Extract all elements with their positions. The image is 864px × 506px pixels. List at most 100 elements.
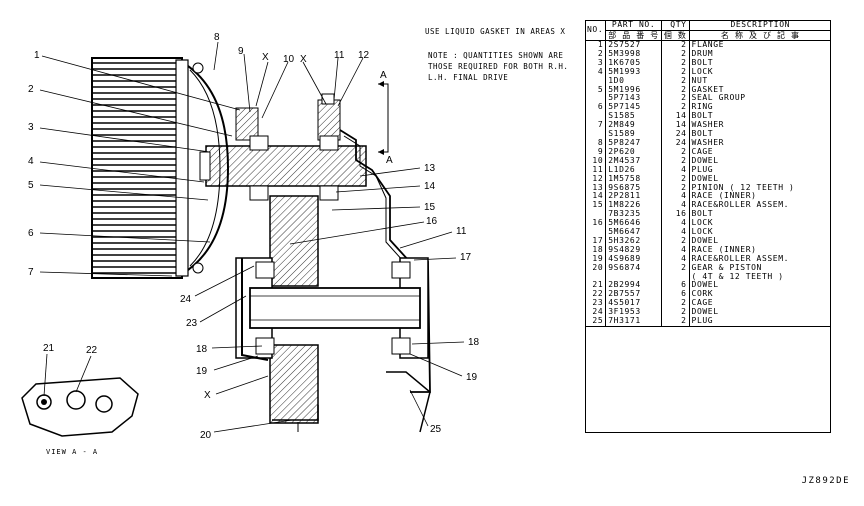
row-qty: 2 (661, 67, 690, 77)
row-part-no (605, 272, 662, 282)
callout-6: 2 (28, 84, 34, 95)
row-part-no: 1M8226 (605, 201, 662, 211)
row-qty: 2 (661, 263, 690, 273)
row-no: 5 (585, 85, 607, 95)
row-no (585, 210, 607, 220)
row-no: 20 (585, 263, 607, 273)
row-no (585, 76, 607, 86)
row-description: RACE (INNER) (691, 192, 757, 201)
row-description: DOWEL (691, 174, 719, 183)
callout-1: 6 (28, 228, 34, 239)
row-qty: 24 (661, 138, 690, 148)
row-part-no: 7B3235 (605, 210, 662, 220)
row-qty: 2 (661, 147, 690, 157)
row-description: BOLT (691, 58, 714, 67)
row-no (585, 112, 607, 122)
row-part-no: 5M1996 (605, 85, 662, 95)
row-no: 10 (585, 156, 607, 166)
row-part-no: 7H3171 (605, 317, 662, 328)
col-header-qty: QTY (661, 20, 690, 31)
row-part-no: S1589 (605, 130, 662, 139)
section-a-top: A (380, 70, 387, 81)
row-part-no: 5P8247 (605, 138, 662, 148)
row-no: 13 (585, 183, 607, 193)
row-qty: 2 (661, 49, 690, 59)
row-part-no: 2S7527 (605, 40, 662, 50)
row-description: GEAR & PISTON (691, 263, 762, 272)
row-qty: 2 (661, 174, 690, 184)
callout-11a: 11 (334, 50, 345, 61)
row-no: 8 (585, 138, 607, 148)
row-part-no: 5M6646 (605, 219, 662, 229)
row-part-no: 4S9689 (605, 254, 662, 264)
callout-17: 17 (460, 252, 472, 263)
row-part-no: 2P620 (605, 147, 662, 157)
callout-22: 22 (86, 345, 98, 356)
col-header-no: NO. (585, 20, 607, 41)
quantities-note-1: NOTE : QUANTITIES SHOWN ARE (428, 51, 564, 60)
row-description: WASHER (691, 138, 725, 147)
row-part-no: 2M849 (605, 121, 662, 131)
row-qty: 4 (661, 245, 690, 255)
callout-20: 20 (200, 430, 212, 441)
gasket-note: USE LIQUID GASKET IN AREAS X (425, 27, 566, 36)
row-no: 9 (585, 147, 607, 157)
callout-12: 12 (358, 50, 370, 61)
row-no: 11 (585, 165, 607, 175)
callout-11b: 11 (456, 226, 467, 237)
row-part-no: 5P7145 (605, 103, 662, 113)
row-part-no: 1D0 (605, 76, 662, 86)
callout-24: 24 (180, 294, 192, 305)
row-qty: 6 (661, 281, 690, 291)
row-qty: 2 (661, 76, 690, 86)
row-no (585, 228, 607, 237)
view-label: VIEW A - A (46, 448, 99, 456)
row-description: PINION ( 12 TEETH ) (691, 183, 795, 192)
row-qty: 4 (661, 254, 690, 264)
callout-25: 25 (430, 424, 442, 435)
row-no: 16 (585, 219, 607, 229)
row-qty: 2 (661, 94, 690, 104)
row-qty: 2 (661, 58, 690, 68)
row-part-no: 5M6647 (605, 228, 662, 237)
row-part-no: S1585 (605, 112, 662, 122)
row-qty: 2 (661, 40, 690, 50)
row-no: 12 (585, 174, 607, 184)
row-description: GASKET (691, 85, 725, 94)
row-description: SEAL GROUP (691, 94, 746, 103)
row-qty: 4 (661, 192, 690, 202)
row-no: 14 (585, 192, 607, 202)
parts-table: NO. PART NO. QTY DESCRIPTION 部 品 番 号 個 数… (585, 20, 831, 328)
row-qty: 4 (661, 165, 690, 175)
row-qty: 2 (661, 183, 690, 193)
gasket-mark-x1: X (262, 52, 269, 63)
row-description: PLUG (689, 317, 831, 328)
row-no: 6 (585, 103, 607, 113)
leader-lines (39, 41, 465, 433)
row-part-no: 5P7143 (605, 94, 662, 104)
row-part-no: 5M1993 (605, 67, 662, 77)
col-header-part-no: PART NO. (605, 20, 662, 31)
row-no (585, 94, 607, 104)
row-no: 17 (585, 236, 607, 246)
callout-21: 21 (43, 343, 55, 354)
upper-housing (235, 93, 431, 393)
row-description: BOLT (691, 112, 714, 121)
row-no: 3 (585, 58, 607, 68)
final-gear (235, 195, 431, 433)
row-description: LOCK (691, 67, 714, 76)
